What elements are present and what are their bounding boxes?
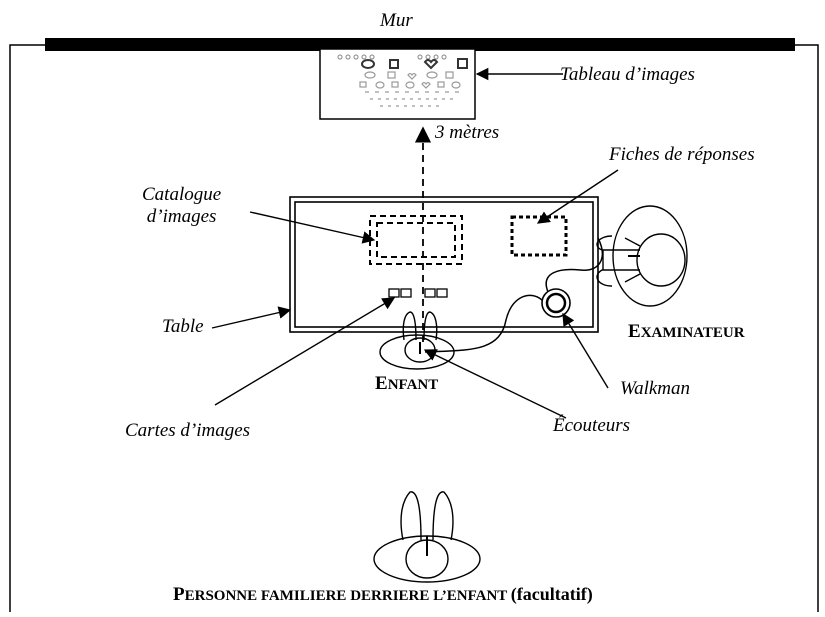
picture-chart [320, 49, 475, 119]
familiar-person-label-initial: P [173, 584, 185, 605]
familiar-person-label: PERSONNE FAMILIERE DERRIERE L’ENFANT (fa… [173, 584, 593, 606]
table-label: Table [162, 316, 204, 338]
picture-chart-label: Tableau d’images [560, 64, 695, 86]
examiner-label-rest: XAMINATEUR [641, 325, 745, 341]
examiner-label: EXAMINATEUR [628, 322, 745, 343]
child-figure [380, 312, 454, 369]
picture-catalogue [370, 216, 462, 264]
headphones-label: Écouteurs [553, 415, 630, 437]
picture-cards-label: Cartes d’images [125, 420, 250, 442]
familiar-person-figure [374, 492, 480, 582]
wall-label: Mur [380, 10, 413, 32]
response-sheets-label: Fiches de réponses [609, 144, 755, 166]
catalogue-label-line1: Catalogue [142, 184, 221, 206]
catalogue-label-line2: d’images [142, 206, 221, 228]
familiar-person-label-rest: ERSONNE FAMILIERE DERRIERE L’ENFANT [185, 588, 507, 604]
distance-label: 3 mètres [435, 122, 499, 144]
familiar-person-optional: (facultatif) [511, 584, 593, 604]
walkman-device [542, 289, 570, 317]
walkman-label: Walkman [620, 378, 690, 400]
child-label-rest: NFANT [388, 377, 439, 393]
leader-arrows [212, 74, 618, 418]
examiner-figure [597, 206, 687, 306]
catalogue-label: Catalogue d’images [142, 184, 221, 228]
child-label: ENFANT [375, 374, 438, 395]
picture-cards [389, 289, 447, 297]
child-label-initial: E [375, 373, 388, 394]
examiner-label-initial: E [628, 321, 641, 342]
